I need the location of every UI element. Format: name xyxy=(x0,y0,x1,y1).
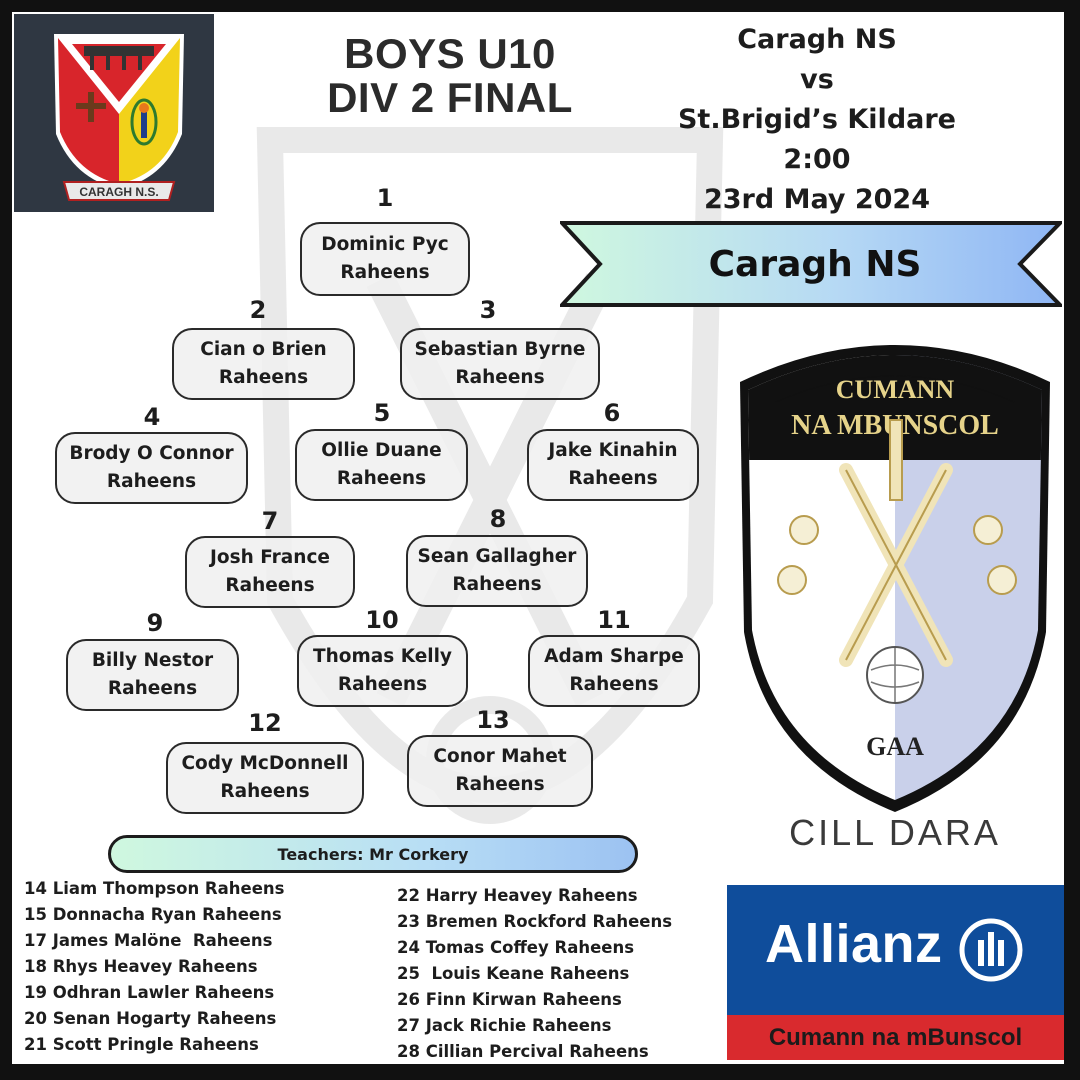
player-card: Billy Nestor Raheens xyxy=(66,639,239,711)
position-number: 6 xyxy=(603,399,621,427)
position-number: 13 xyxy=(476,706,510,734)
frame-right-border xyxy=(1064,0,1080,1080)
sub-player: 28 Cillian Percival Raheens xyxy=(397,1042,649,1061)
player-club: Raheens xyxy=(455,367,545,388)
position-number: 2 xyxy=(249,296,267,324)
player-club: Raheens xyxy=(569,674,659,695)
sub-player: 27 Jack Richie Raheens xyxy=(397,1016,612,1035)
sponsor-name: Allianz xyxy=(765,914,943,974)
position-number: 4 xyxy=(143,403,161,431)
player-card: Cody McDonnell Raheens xyxy=(166,742,364,814)
player-club: Raheens xyxy=(225,575,315,596)
player-name: Cian o Brien xyxy=(200,339,327,360)
sub-player: 15 Donnacha Ryan Raheens xyxy=(24,905,282,924)
sponsor-block: Allianz Cumann na mBunscol xyxy=(727,885,1064,1060)
position-number: 10 xyxy=(365,606,399,634)
player-name: Conor Mahet xyxy=(433,746,567,767)
svg-text:CILL DARA: CILL DARA xyxy=(789,812,1001,853)
player-club: Raheens xyxy=(106,471,197,492)
player-card: Brody O Connor Raheens xyxy=(55,432,248,504)
match-info: Caragh NS vs St.Brigid’s Kildare 2:00 23… xyxy=(672,20,962,220)
match-date: 23rd May 2024 xyxy=(703,184,931,215)
sub-player: 19 Odhran Lawler Raheens xyxy=(24,983,275,1002)
sponsor-top-panel: Allianz xyxy=(727,885,1064,1015)
sub-player: 21 Scott Pringle Raheens xyxy=(24,1035,259,1054)
player-club: Raheens xyxy=(336,468,427,489)
teachers-banner: Teachers: Mr Corkery xyxy=(108,835,638,873)
player-name: Dominic Pyc xyxy=(321,234,449,255)
subs-list-right: 22 Harry Heavey Raheens 23 Bremen Rockfo… xyxy=(397,883,672,1065)
player-club: Raheens xyxy=(218,367,309,388)
position-number: 9 xyxy=(146,609,164,637)
player-name: Sean Gallagher xyxy=(417,546,577,567)
sub-player: 25 Louis Keane Raheens xyxy=(397,964,630,983)
player-card: Ollie Duane Raheens xyxy=(295,429,468,501)
svg-text:GAA: GAA xyxy=(866,732,924,761)
player-club: Raheens xyxy=(107,678,198,699)
player-name: Thomas Kelly xyxy=(312,646,452,667)
player-name: Adam Sharpe xyxy=(544,646,684,667)
position-number: 11 xyxy=(597,606,631,634)
player-card: Jake Kinahin Raheens xyxy=(527,429,699,501)
player-card: Thomas Kelly Raheens xyxy=(297,635,468,707)
player-name: Cody McDonnell xyxy=(181,753,349,774)
match-time: 2:00 xyxy=(783,144,851,175)
player-card: Sebastian Byrne Raheens xyxy=(400,328,600,400)
position-number: 8 xyxy=(489,505,507,533)
sponsor-subtitle: Cumann na mBunscol xyxy=(727,1015,1064,1060)
player-card: Josh France Raheens xyxy=(185,536,355,608)
position-number: 3 xyxy=(479,296,497,324)
player-card: Cian o Brien Raheens xyxy=(172,328,355,400)
sub-player: 24 Tomas Coffey Raheens xyxy=(397,938,635,957)
team-banner-label: Caragh NS xyxy=(708,243,922,285)
player-club: Raheens xyxy=(452,574,542,595)
frame-left-border xyxy=(0,0,12,1080)
sub-player: 17 James Malöne Raheens xyxy=(24,931,273,950)
player-club: Raheens xyxy=(455,774,545,795)
svg-text:CARAGH N.S.: CARAGH N.S. xyxy=(79,185,158,199)
player-club: Raheens xyxy=(220,781,310,802)
player-club: Raheens xyxy=(337,674,428,695)
school-crest-icon: CARAGH N.S. xyxy=(54,34,184,201)
away-team: St.Brigid’s Kildare xyxy=(677,104,956,135)
frame-bottom-border xyxy=(0,1064,1080,1080)
logo-arc-text: CUMANN xyxy=(836,375,955,404)
vs-label: vs xyxy=(800,64,834,95)
position-number: 12 xyxy=(248,709,282,737)
school-crest-panel: CARAGH N.S. xyxy=(14,14,214,212)
sub-player: 18 Rhys Heavey Raheens xyxy=(24,957,258,976)
player-club: Raheens xyxy=(568,468,658,489)
player-name: Billy Nestor xyxy=(91,650,214,671)
player-name: Brody O Connor xyxy=(69,443,234,464)
player-card: Conor Mahet Raheens xyxy=(407,735,593,807)
player-card: Sean Gallagher Raheens xyxy=(406,535,588,607)
player-name: Jake Kinahin xyxy=(548,440,678,461)
player-card: Dominic Pyc Raheens xyxy=(300,222,470,296)
title-line-1: BOYS U10 xyxy=(344,30,556,77)
frame-top-border xyxy=(0,0,1080,12)
position-number: 5 xyxy=(373,399,391,427)
team-banner-shape xyxy=(560,221,1062,307)
home-team: Caragh NS xyxy=(737,24,897,55)
position-number: 1 xyxy=(376,184,394,212)
sub-player: 14 Liam Thompson Raheens xyxy=(24,879,285,898)
sub-player: 22 Harry Heavey Raheens xyxy=(397,886,638,905)
player-name: Ollie Duane xyxy=(321,440,442,461)
player-name: Sebastian Byrne xyxy=(414,339,586,360)
player-name: Josh France xyxy=(210,547,330,568)
player-card: Adam Sharpe Raheens xyxy=(528,635,700,707)
player-club: Raheens xyxy=(340,262,430,283)
match-title: BOYS U10 DIV 2 FINAL xyxy=(300,32,600,120)
sub-player: 20 Senan Hogarty Raheens xyxy=(24,1009,277,1028)
sub-player: 26 Finn Kirwan Raheens xyxy=(397,990,622,1009)
cumann-na-mbunscol-logo: CUMANN NA MBUNSCOL GAA CILL DARA xyxy=(740,345,1050,853)
position-number: 7 xyxy=(261,507,279,535)
title-line-2: DIV 2 FINAL xyxy=(327,74,573,121)
subs-list-left: 14 Liam Thompson Raheens 15 Donnacha Rya… xyxy=(24,876,284,1058)
sub-player: 23 Bremen Rockford Raheens xyxy=(397,912,673,931)
allianz-eagle-icon xyxy=(959,918,1023,982)
